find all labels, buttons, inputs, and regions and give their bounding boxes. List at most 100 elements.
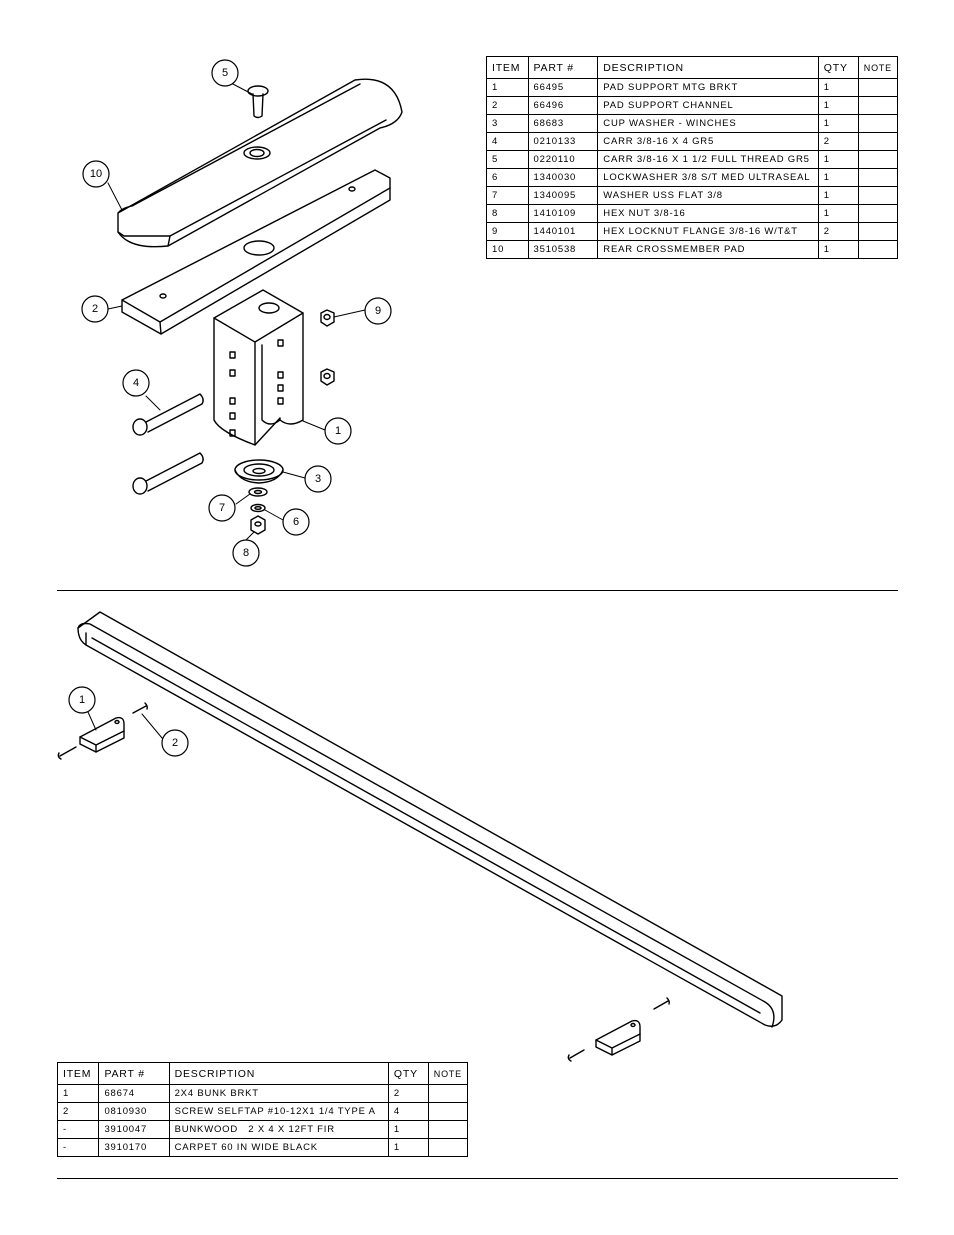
cell-note (857, 114, 899, 133)
callout-3: 3 (315, 473, 321, 485)
cell-note (857, 78, 899, 97)
cell-part: 0210133 (527, 132, 599, 151)
cell-qty: 2 (817, 222, 859, 241)
cell-part: 1340095 (527, 186, 599, 205)
small-hardware-part (248, 487, 268, 535)
callout-9: 9 (375, 305, 381, 317)
mounting-bracket-part (213, 289, 304, 446)
callout-8: 8 (243, 547, 249, 559)
cell-note (857, 150, 899, 169)
cell-qty: 1 (387, 1138, 429, 1157)
cell-description: CARPET 60 IN WIDE BLACK (168, 1138, 389, 1157)
crossmember-pad-part (117, 78, 403, 248)
cell-item: 9 (486, 222, 529, 241)
header-note: NOTE (857, 56, 899, 79)
header-description: DESCRIPTION (597, 56, 819, 79)
cell-qty: 2 (817, 132, 859, 151)
cell-part: 66495 (527, 78, 599, 97)
cell-item: 1 (56, 1084, 100, 1103)
cell-note (857, 168, 899, 187)
carriage-bolt-part (247, 85, 269, 119)
callout-6: 6 (293, 516, 299, 528)
cell-item: - (56, 1120, 100, 1139)
support-channel-part (121, 169, 391, 335)
header-qty: QTY (817, 56, 859, 79)
cell-item: 3 (486, 114, 529, 133)
cell-description: HEX LOCKNUT FLANGE 3/8-16 W/T&T (597, 222, 819, 241)
bottom-rule (57, 1178, 898, 1179)
header-item: ITEM (486, 56, 529, 79)
callout-10: 10 (90, 168, 102, 180)
cell-qty: 2 (387, 1084, 429, 1103)
cell-description: HEX NUT 3/8-16 (597, 204, 819, 223)
cell-qty: 1 (817, 186, 859, 205)
cell-item: 4 (486, 132, 529, 151)
header-note: NOTE (427, 1062, 469, 1085)
cell-description: PAD SUPPORT MTG BRKT (597, 78, 819, 97)
cell-item: 5 (486, 150, 529, 169)
cell-item: 6 (486, 168, 529, 187)
cell-qty: 1 (817, 96, 859, 115)
callout-1: 1 (335, 425, 341, 437)
table-header-row: ITEM PART # DESCRIPTION QTY NOTE (56, 1062, 469, 1085)
cell-qty: 1 (817, 168, 859, 187)
bunkwood-board-part (77, 611, 783, 1028)
bunk-bracket-part (79, 716, 641, 1056)
cell-item: 7 (486, 186, 529, 205)
callout-bottom-2: 2 (172, 737, 178, 749)
locknut-part (320, 309, 335, 386)
cell-part: 1410109 (527, 204, 599, 223)
cell-note (427, 1102, 469, 1121)
cell-part: 68683 (527, 114, 599, 133)
section-divider (57, 590, 898, 591)
cell-note (857, 132, 899, 151)
cell-part: 3510538 (527, 240, 599, 259)
cell-qty: 1 (817, 78, 859, 97)
cell-part: 1440101 (527, 222, 599, 241)
cell-part: 3910047 (98, 1120, 170, 1139)
header-part: PART # (98, 1062, 170, 1085)
long-bolt-part (132, 393, 204, 495)
callout-5: 5 (222, 67, 228, 79)
cell-qty: 1 (387, 1120, 429, 1139)
cell-description: 2X4 BUNK BRKT (168, 1084, 389, 1103)
cell-qty: 1 (817, 204, 859, 223)
cell-note (427, 1138, 469, 1157)
cell-item: 2 (56, 1102, 100, 1121)
selftap-screw-part (57, 702, 670, 1062)
cell-description: CUP WASHER - WINCHES (597, 114, 819, 133)
cell-item: 2 (486, 96, 529, 115)
cup-washer-part (234, 459, 284, 484)
cell-part: 0220110 (527, 150, 599, 169)
cell-note (857, 96, 899, 115)
callout-2: 2 (92, 303, 98, 315)
callout-4: 4 (133, 377, 139, 389)
cell-note (857, 186, 899, 205)
cell-description: LOCKWASHER 3/8 S/T MED ULTRASEAL (597, 168, 819, 187)
cell-description: BUNKWOOD 2 X 4 X 12FT FIR (168, 1120, 389, 1139)
header-description: DESCRIPTION (168, 1062, 389, 1085)
cell-qty: 1 (817, 240, 859, 259)
cell-note (427, 1120, 469, 1139)
cell-description: SCREW SELFTAP #10-12X1 1/4 TYPE A (168, 1102, 389, 1121)
table-header-row: ITEM PART # DESCRIPTION QTY NOTE (486, 56, 899, 79)
cell-part: 1340030 (527, 168, 599, 187)
cell-part: 68674 (98, 1084, 170, 1103)
header-qty: QTY (387, 1062, 429, 1085)
header-part: PART # (527, 56, 599, 79)
callout-bottom-1: 1 (79, 694, 85, 706)
cell-part: 3910170 (98, 1138, 170, 1157)
cell-qty: 1 (817, 114, 859, 133)
header-item: ITEM (56, 1062, 100, 1085)
cell-part: 66496 (527, 96, 599, 115)
